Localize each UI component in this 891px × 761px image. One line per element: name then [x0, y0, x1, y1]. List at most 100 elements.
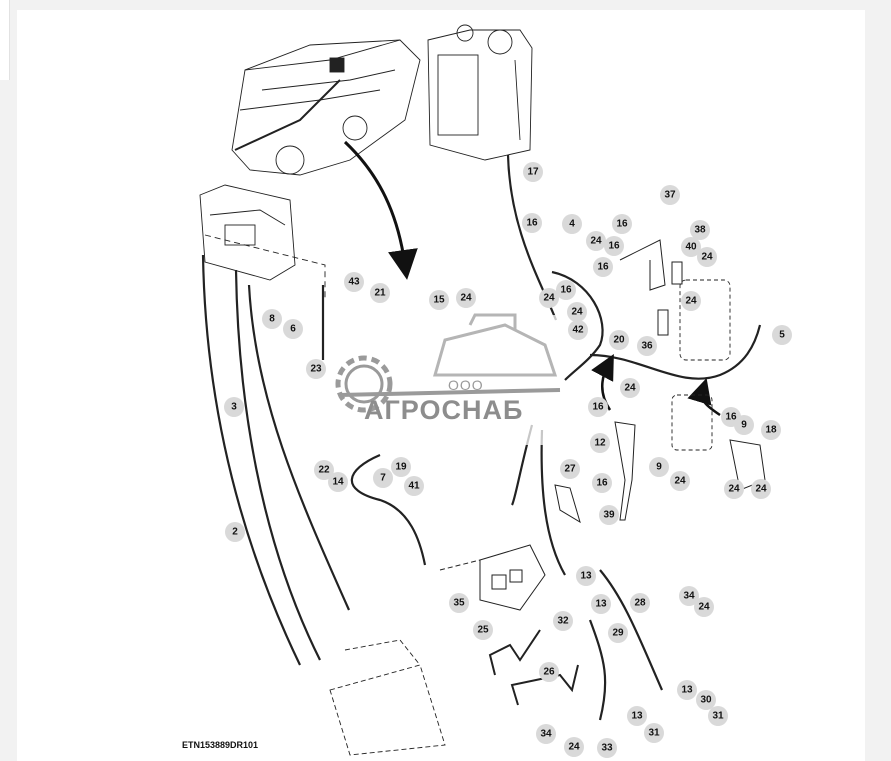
callout-label: 24 — [564, 737, 584, 757]
svg-text:27: 27 — [564, 464, 576, 475]
svg-text:16: 16 — [608, 241, 620, 252]
callout-label: 5 — [772, 325, 792, 345]
svg-text:16: 16 — [725, 412, 737, 423]
callout-label: 29 — [608, 623, 628, 643]
callout-label: 2 — [225, 522, 245, 542]
callout-label: 24 — [697, 247, 717, 267]
callout-label: 24 — [694, 597, 714, 617]
svg-text:31: 31 — [648, 728, 660, 739]
svg-text:12: 12 — [594, 438, 606, 449]
svg-text:22: 22 — [318, 465, 330, 476]
callout-label: 24 — [670, 471, 690, 491]
svg-text:24: 24 — [571, 307, 583, 318]
svg-text:24: 24 — [755, 484, 767, 495]
callout-label: 16 — [604, 236, 624, 256]
callout-label: 17 — [523, 162, 543, 182]
callout-label: 34 — [679, 586, 699, 606]
watermark-swoosh — [339, 388, 561, 397]
svg-text:13: 13 — [681, 685, 693, 696]
callout-group: 17 16 4 24 16 37 16 38 40 24 16 24 43 21… — [224, 162, 792, 758]
svg-text:16: 16 — [597, 262, 609, 273]
callout-label: 24 — [567, 302, 587, 322]
callout-label: 34 — [536, 724, 556, 744]
svg-text:18: 18 — [765, 425, 777, 436]
callout-label: 41 — [404, 476, 424, 496]
svg-text:35: 35 — [453, 598, 465, 609]
callout-label: 37 — [660, 185, 680, 205]
svg-text:2: 2 — [232, 527, 238, 538]
svg-text:14: 14 — [332, 477, 344, 488]
frame-illustration — [329, 639, 446, 756]
callout-label: 16 — [556, 280, 576, 300]
callout-label: 13 — [576, 566, 596, 586]
svg-text:8: 8 — [269, 314, 275, 325]
callout-label: 40 — [681, 237, 701, 257]
callout-label: 24 — [539, 288, 559, 308]
callout-label: 24 — [681, 291, 701, 311]
callout-label: 31 — [708, 706, 728, 726]
svg-text:24: 24 — [674, 476, 686, 487]
svg-text:9: 9 — [656, 462, 662, 473]
oil-tank-illustration — [427, 24, 533, 161]
callout-label: 26 — [539, 662, 559, 682]
svg-text:34: 34 — [540, 729, 552, 740]
svg-text:33: 33 — [601, 743, 613, 754]
harvester-illustration — [231, 39, 421, 176]
callout-label: 15 — [429, 290, 449, 310]
svg-text:4: 4 — [569, 219, 575, 230]
callout-label: 23 — [306, 359, 326, 379]
callout-label: 16 — [612, 214, 632, 234]
callout-label: 16 — [592, 473, 612, 493]
callout-label: 38 — [690, 220, 710, 240]
svg-text:24: 24 — [701, 252, 713, 263]
bracket-illustrations — [554, 239, 766, 524]
callout-label: 25 — [473, 620, 493, 640]
svg-text:30: 30 — [700, 695, 712, 706]
callout-label: 24 — [456, 288, 476, 308]
callout-label: 24 — [620, 378, 640, 398]
svg-text:41: 41 — [408, 481, 420, 492]
svg-text:24: 24 — [685, 296, 697, 307]
svg-text:19: 19 — [395, 462, 407, 473]
callout-label: 27 — [560, 459, 580, 479]
svg-text:24: 24 — [543, 293, 555, 304]
svg-text:7: 7 — [380, 473, 386, 484]
callout-label: 42 — [568, 320, 588, 340]
filter-illustration — [671, 279, 731, 451]
callout-label: 33 — [597, 738, 617, 758]
watermark-title: АГРОСНАБ — [364, 395, 524, 425]
svg-text:16: 16 — [616, 219, 628, 230]
svg-text:24: 24 — [624, 383, 636, 394]
valve-bracket-illustration — [199, 184, 326, 300]
svg-text:32: 32 — [557, 616, 569, 627]
callout-label: 30 — [696, 690, 716, 710]
callout-label: 21 — [370, 283, 390, 303]
callout-label: 14 — [328, 472, 348, 492]
callout-label: 9 — [649, 457, 669, 477]
drawing-reference: ETN153889DR101 — [182, 740, 259, 750]
svg-text:3: 3 — [231, 402, 237, 413]
callout-label: 35 — [449, 593, 469, 613]
callout-label: 13 — [591, 594, 611, 614]
svg-text:24: 24 — [460, 293, 472, 304]
left-sidebar-edge — [0, 0, 10, 80]
callout-label: 8 — [262, 309, 282, 329]
callout-label: 39 — [599, 505, 619, 525]
callout-label: 24 — [586, 231, 606, 251]
svg-text:21: 21 — [374, 288, 386, 299]
svg-text:39: 39 — [603, 510, 615, 521]
svg-text:24: 24 — [698, 602, 710, 613]
svg-text:16: 16 — [526, 218, 538, 229]
svg-text:37: 37 — [664, 190, 676, 201]
svg-text:28: 28 — [634, 598, 646, 609]
callout-label: 31 — [644, 723, 664, 743]
callout-label: 32 — [553, 611, 573, 631]
callout-label: 22 — [314, 460, 334, 480]
callout-label: 20 — [609, 330, 629, 350]
svg-text:16: 16 — [560, 285, 572, 296]
callout-label: 9 — [734, 415, 754, 435]
svg-text:25: 25 — [477, 625, 489, 636]
callout-label: 7 — [373, 468, 393, 488]
harvester-watermark-icon — [433, 313, 558, 377]
